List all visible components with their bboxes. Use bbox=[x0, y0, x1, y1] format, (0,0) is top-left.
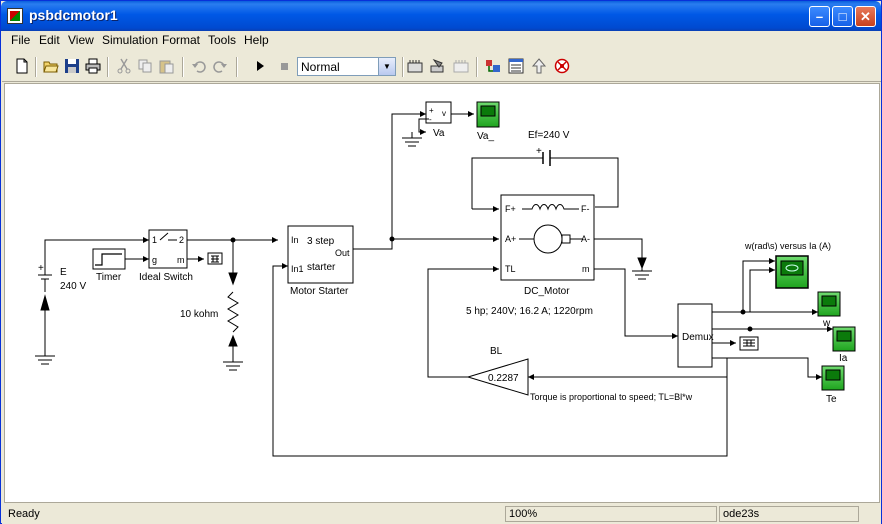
motor-port-aplus: A+ bbox=[505, 234, 516, 244]
menu-help[interactable]: Help bbox=[244, 33, 269, 47]
new-model-icon[interactable] bbox=[14, 58, 30, 74]
vm-plus: + bbox=[429, 106, 434, 115]
incremental-build-icon[interactable] bbox=[453, 58, 469, 74]
cut-icon[interactable] bbox=[116, 58, 132, 74]
status-bar: Ready 100% ode23s bbox=[2, 504, 881, 524]
switch-port-g: g bbox=[152, 255, 157, 265]
motor-port-fminus: F- bbox=[581, 204, 590, 214]
dc-motor-block[interactable] bbox=[500, 194, 678, 339]
motor-starter-block[interactable] bbox=[287, 111, 499, 284]
menu-file[interactable]: File bbox=[11, 33, 31, 47]
starter-label: Motor Starter bbox=[290, 286, 349, 297]
switch-port-2: 2 bbox=[179, 235, 184, 245]
source-plus-sign: + bbox=[38, 263, 44, 274]
open-folder-icon[interactable] bbox=[43, 58, 59, 74]
ideal-switch-block[interactable] bbox=[148, 229, 278, 269]
starter-port-in: In bbox=[291, 235, 299, 245]
scope-w-label: w bbox=[822, 318, 831, 329]
demux-label: Demux bbox=[682, 332, 714, 343]
update-diagram-icon[interactable] bbox=[430, 58, 446, 74]
simulation-mode-select[interactable]: Normal ▼ bbox=[297, 57, 396, 76]
status-zoom: 100% bbox=[505, 506, 717, 522]
status-solver: ode23s bbox=[719, 506, 859, 522]
menu-bar: File Edit View Simulation Format Tools H… bbox=[2, 31, 881, 50]
simulink-model-icon bbox=[7, 8, 23, 24]
scope-va-icon[interactable] bbox=[476, 101, 500, 128]
window-title: psbdcmotor1 bbox=[29, 7, 118, 23]
demux-block[interactable] bbox=[272, 258, 833, 457]
debugger-icon[interactable] bbox=[554, 58, 570, 74]
model-canvas[interactable]: + E 240 V Timer bbox=[4, 83, 880, 503]
menu-edit[interactable]: Edit bbox=[39, 33, 60, 47]
model-explorer-icon[interactable] bbox=[508, 58, 524, 74]
scope-va-label: Va_ bbox=[477, 131, 494, 142]
switch-port-m: m bbox=[177, 255, 185, 265]
ef-label: Ef=240 V bbox=[528, 130, 570, 141]
motor-port-m: m bbox=[582, 264, 590, 274]
paste-icon[interactable] bbox=[158, 58, 174, 74]
source-name: E bbox=[60, 267, 67, 278]
ef-plus: + bbox=[536, 146, 542, 157]
scope-ia-icon[interactable] bbox=[832, 326, 856, 352]
undo-icon[interactable] bbox=[191, 58, 207, 74]
close-button[interactable]: ✕ bbox=[855, 6, 876, 27]
menu-tools[interactable]: Tools bbox=[208, 33, 237, 47]
minimize-button[interactable]: – bbox=[809, 6, 830, 27]
save-disk-icon[interactable] bbox=[64, 58, 80, 74]
copy-icon[interactable] bbox=[137, 58, 153, 74]
maximize-button[interactable]: □ bbox=[832, 6, 853, 27]
resistor-label: 10 kohm bbox=[180, 309, 218, 320]
dc-voltage-source-e[interactable] bbox=[35, 237, 149, 365]
resistor-10kohm[interactable] bbox=[223, 237, 243, 371]
xy-graph-label: w(rad\s) versus Ia (A) bbox=[744, 241, 831, 251]
block-diagram: + E 240 V Timer bbox=[35, 101, 856, 457]
menu-view[interactable]: View bbox=[68, 33, 94, 47]
gain-value: 0.2287 bbox=[488, 373, 519, 384]
field-source-ef[interactable] bbox=[471, 150, 619, 212]
timer-block[interactable] bbox=[92, 248, 149, 270]
library-browser-icon[interactable] bbox=[485, 58, 501, 74]
chevron-down-icon[interactable]: ▼ bbox=[378, 58, 395, 75]
vm-v: v bbox=[442, 109, 446, 118]
menu-simulation[interactable]: Simulation bbox=[102, 33, 159, 47]
gain-name: BL bbox=[490, 346, 503, 357]
scope-ia-label: Ia bbox=[839, 353, 848, 364]
stop-simulation-icon[interactable] bbox=[276, 58, 292, 74]
toolbar: Normal ▼ bbox=[2, 51, 881, 82]
motor-specs: 5 hp; 240V; 16.2 A; 1220rpm bbox=[466, 306, 593, 317]
go-to-parent-icon[interactable] bbox=[531, 58, 547, 74]
voltage-measurement-va[interactable] bbox=[402, 101, 474, 147]
redo-icon[interactable] bbox=[212, 58, 228, 74]
status-ready: Ready bbox=[4, 506, 502, 522]
starter-title-2: starter bbox=[307, 262, 336, 273]
timer-label: Timer bbox=[96, 272, 122, 283]
simulation-mode-value: Normal bbox=[301, 60, 340, 74]
scope-te-label: Te bbox=[826, 394, 837, 405]
motor-port-tl: TL bbox=[505, 264, 516, 274]
source-value: 240 V bbox=[60, 281, 86, 292]
starter-port-out: Out bbox=[335, 248, 350, 258]
vm-label: Va bbox=[433, 128, 445, 139]
motor-label: DC_Motor bbox=[524, 286, 570, 297]
motor-port-aminus: A- bbox=[581, 234, 590, 244]
build-icon[interactable] bbox=[407, 58, 423, 74]
gain-bl-block[interactable] bbox=[427, 266, 529, 396]
title-bar[interactable]: psbdcmotor1 – □ ✕ bbox=[1, 1, 881, 31]
xy-graph-icon[interactable] bbox=[775, 255, 809, 289]
torque-note: Torque is proportional to speed; TL=Bl*w bbox=[530, 392, 693, 402]
start-simulation-icon[interactable] bbox=[252, 58, 268, 74]
switch-label: Ideal Switch bbox=[139, 272, 193, 283]
scope-w-icon[interactable] bbox=[817, 291, 841, 317]
menu-format[interactable]: Format bbox=[162, 33, 201, 47]
vm-minus: - bbox=[429, 115, 432, 124]
starter-port-in1: In1 bbox=[291, 264, 304, 274]
motor-port-fplus: F+ bbox=[505, 204, 516, 214]
print-icon[interactable] bbox=[85, 58, 101, 74]
scope-te-icon[interactable] bbox=[821, 365, 845, 391]
switch-port-1: 1 bbox=[152, 235, 157, 245]
starter-title-1: 3 step bbox=[307, 236, 335, 247]
